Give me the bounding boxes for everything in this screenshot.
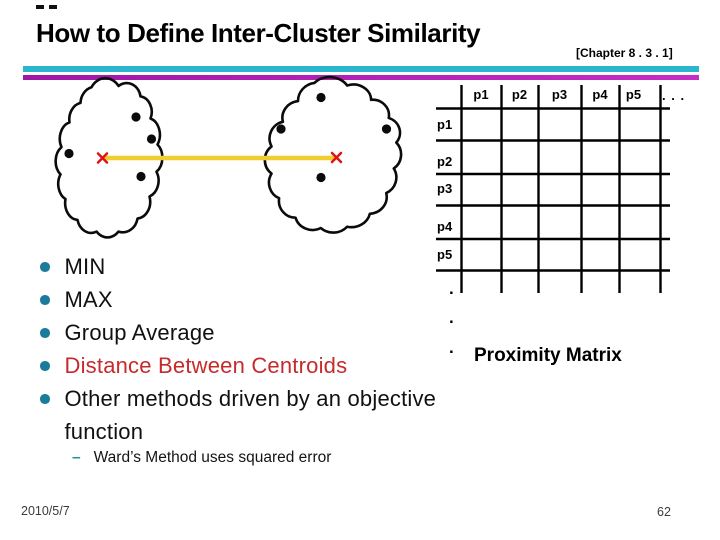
bullet-icon <box>40 394 50 404</box>
bullet-item: Group Average <box>36 316 476 349</box>
matrix-col-ellipsis: . . . <box>662 88 686 103</box>
bullet-icon <box>40 328 50 338</box>
slide-page-number: 62 <box>657 505 671 519</box>
matrix-row-ellipsis-dot: . <box>449 279 454 298</box>
proximity-matrix-grid <box>436 85 670 293</box>
bullet-item: Distance Between Centroids <box>36 349 476 382</box>
matrix-row-header: p5 <box>437 246 453 262</box>
dash-icon: – <box>72 449 81 466</box>
bullet-item-label: MIN <box>64 254 106 279</box>
bullet-icon <box>40 361 50 371</box>
cluster-point <box>381 124 392 134</box>
bullet-icon <box>40 262 50 272</box>
right-cluster-blob <box>265 77 401 232</box>
sub-bullet-item: – Ward’s Method uses squared error <box>72 447 331 468</box>
matrix-row-header: p1 <box>437 117 453 132</box>
matrix-col-header: p1 <box>473 87 489 102</box>
page-title: How to Define Inter-Cluster Similarity <box>36 18 481 48</box>
chapter-reference: [Chapter 8 . 3 . 1] <box>576 46 673 60</box>
left-cluster-points <box>64 112 157 182</box>
centroid-x-icon <box>96 152 109 164</box>
slide-date: 2010/5/7 <box>21 504 70 518</box>
matrix-row-header: p3 <box>437 180 453 196</box>
matrix-col-header: p4 <box>592 87 608 102</box>
top-edge-artifact <box>49 5 57 9</box>
matrix-row-header: p4 <box>437 218 453 234</box>
left-cluster-blob <box>56 78 163 237</box>
divider-bar-magenta <box>23 75 699 80</box>
cluster-point <box>146 134 157 144</box>
bullet-item-label: MAX <box>64 287 113 312</box>
cluster-point <box>316 172 326 183</box>
bullet-item-label: Distance Between Centroids <box>64 353 348 378</box>
cluster-point <box>131 112 141 122</box>
matrix-row-header: p2 <box>437 153 453 169</box>
bullet-item: MAX <box>36 283 476 316</box>
bullet-item: Other methods driven by an objective fun… <box>36 382 476 448</box>
matrix-col-header: p2 <box>511 87 528 102</box>
matrix-row-ellipsis-dot: . <box>449 308 454 327</box>
cluster-point <box>316 92 326 103</box>
top-edge-artifact <box>36 5 44 9</box>
cluster-point <box>64 148 74 159</box>
bullet-item: MIN <box>36 250 476 283</box>
matrix-row-ellipsis-dot: . <box>449 338 454 357</box>
proximity-matrix-caption: Proximity Matrix <box>474 345 622 366</box>
right-cluster-points <box>276 92 392 183</box>
matrix-col-header: p3 <box>551 87 568 102</box>
bullet-icon <box>40 295 50 305</box>
cluster-point <box>276 124 286 134</box>
bullet-item-label: Other methods driven by an objective fun… <box>64 386 437 444</box>
bullet-item-label: Group Average <box>64 320 215 345</box>
divider-bar-cyan <box>23 66 699 72</box>
bullet-list: MIN MAX Group Average Distance Between C… <box>36 250 476 448</box>
matrix-col-header: p5 <box>625 87 642 102</box>
sub-bullet-label: Ward’s Method uses squared error <box>93 449 332 466</box>
centroid-x-icon <box>330 151 343 164</box>
cluster-point <box>136 171 146 182</box>
